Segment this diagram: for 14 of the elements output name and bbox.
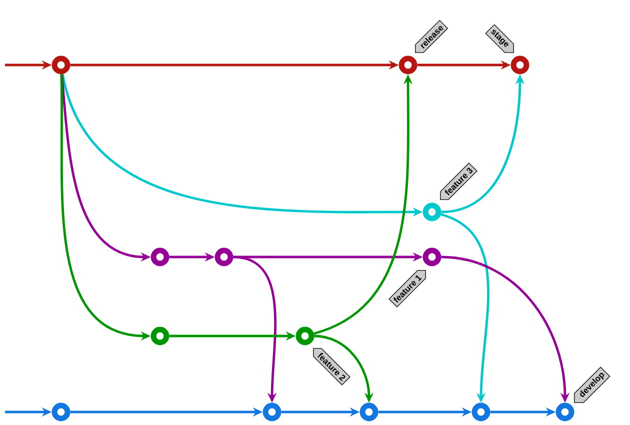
commit-circle — [398, 56, 418, 74]
commit-circle — [52, 402, 70, 422]
commit-circle — [262, 402, 282, 422]
commit-circle — [422, 202, 442, 222]
commit-circle — [556, 402, 574, 422]
commit-circle — [150, 248, 170, 266]
commit-circle — [510, 56, 530, 74]
commit-circle — [422, 248, 442, 266]
commit-circle — [296, 326, 314, 346]
commit-circle — [52, 56, 70, 74]
commit-circle — [360, 402, 378, 422]
commit-circle — [214, 248, 234, 266]
commit-circle — [472, 402, 490, 422]
commit-circle — [150, 326, 170, 346]
